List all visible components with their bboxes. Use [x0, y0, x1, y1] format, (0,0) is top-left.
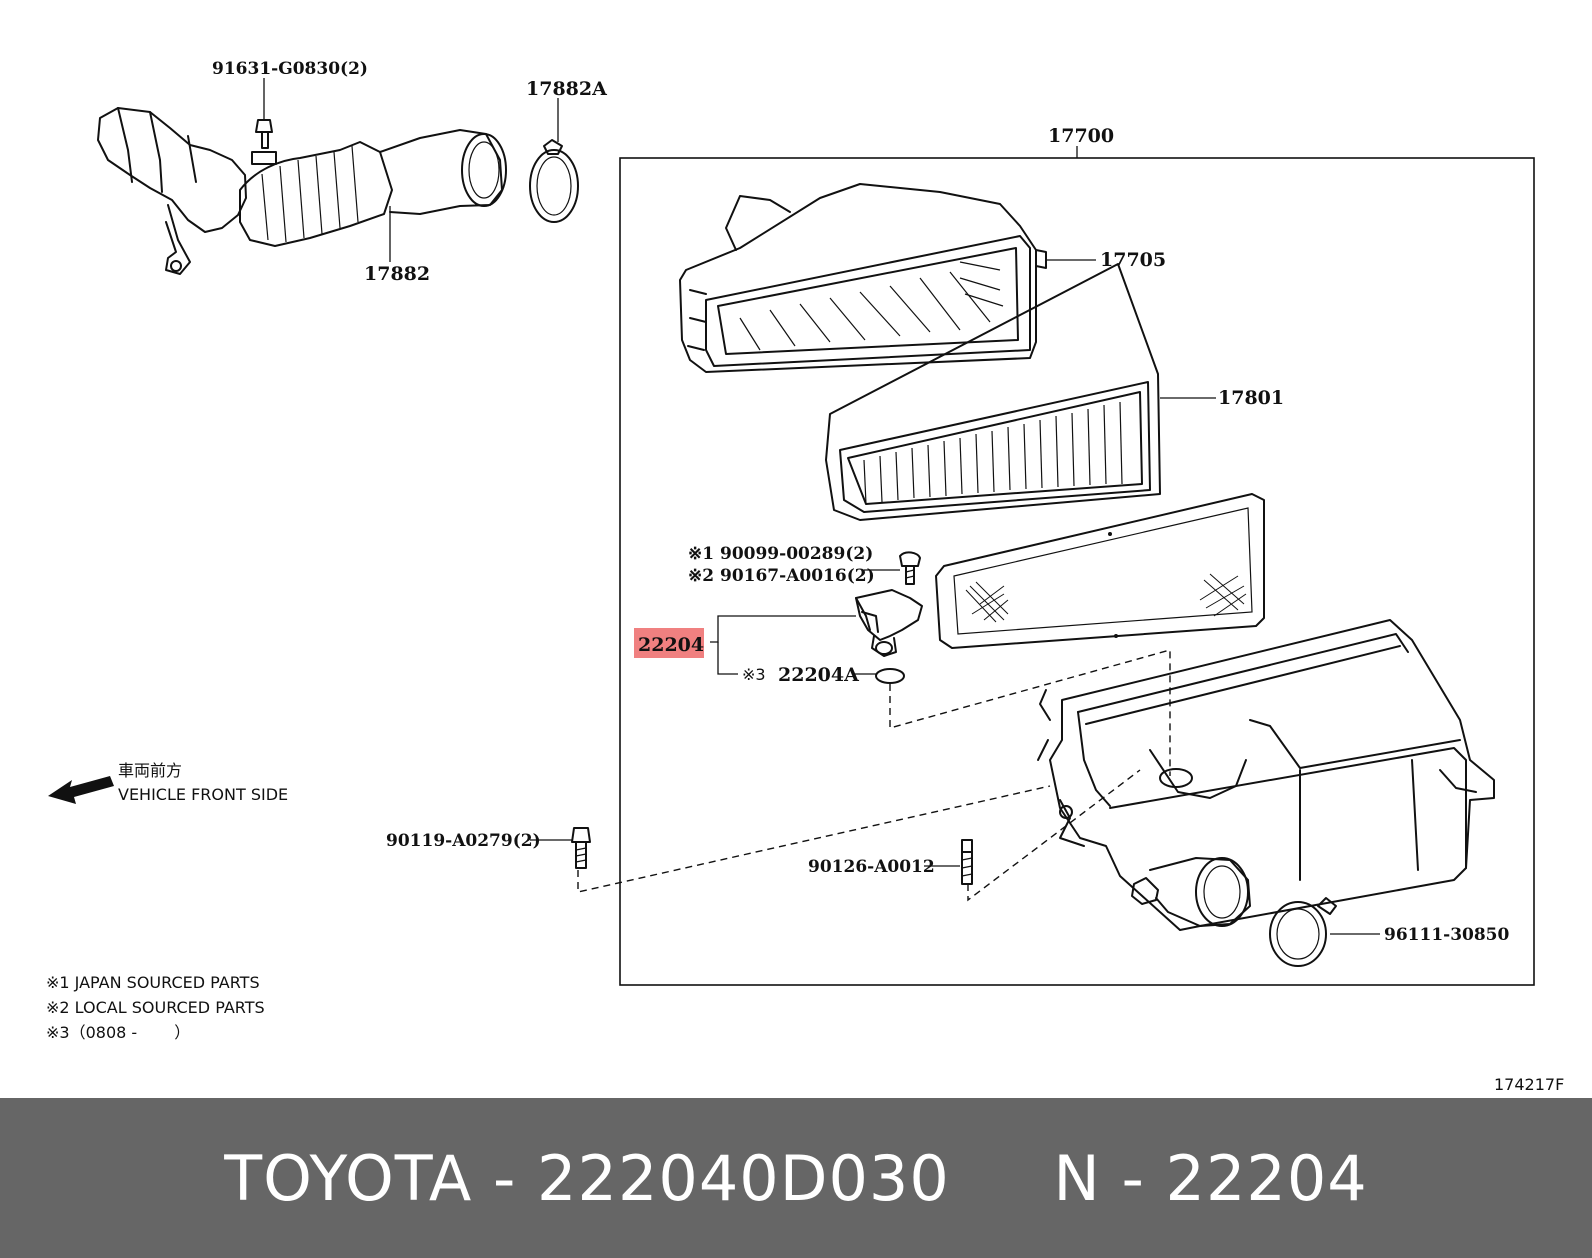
air-cleaner-case-drawing	[1037, 619, 1495, 967]
front-arrow-icon	[48, 776, 114, 804]
part-highlight	[634, 628, 704, 658]
assembly-dashed-lines	[577, 649, 1171, 902]
intake-hose-drawing	[97, 107, 579, 275]
gasket-plate-drawing	[935, 493, 1265, 649]
label-note2-90167-a0016: ※2 90167-A0016(2)	[688, 566, 875, 586]
legend-note-3: ※3（0808 - ）	[46, 1023, 190, 1042]
figure-number: 174217F	[1494, 1075, 1564, 1094]
part-number-caption: TOYOTA - 222040D030 N - 22204	[224, 1141, 1368, 1215]
filter-element-drawing	[825, 263, 1161, 521]
label-91631-g0830: 91631-G0830(2)	[212, 59, 368, 79]
label-22204-highlighted: 22204	[638, 634, 704, 656]
label-17882a: 17882A	[526, 78, 607, 100]
air-flow-sensor-drawing	[855, 551, 923, 684]
parts-diagram: 91631-G0830(2) 17882A 17882 17700 17705 …	[46, 59, 1564, 1094]
leader-lines	[263, 78, 1380, 935]
air-cleaner-cap-drawing	[679, 183, 1047, 373]
assembly-frame	[619, 146, 1535, 986]
legend-note-1: ※1 JAPAN SOURCED PARTS	[46, 973, 260, 992]
footer-bar: TOYOTA - 222040D030 N - 22204	[0, 1098, 1592, 1258]
bolts-drawing	[571, 827, 973, 885]
label-17700: 17700	[1048, 125, 1114, 147]
label-90119-a0279: 90119-A0279(2)	[386, 831, 541, 851]
legend-note-2: ※2 LOCAL SOURCED PARTS	[46, 998, 265, 1017]
vehicle-front-jp: 車両前方	[118, 761, 182, 780]
label-17705: 17705	[1100, 249, 1166, 271]
label-17801: 17801	[1218, 387, 1284, 409]
label-22204a: 22204A	[778, 664, 859, 686]
label-90126-a0012: 90126-A0012	[808, 857, 935, 877]
label-17882: 17882	[364, 263, 430, 285]
label-note1-90099-00289: ※1 90099-00289(2)	[688, 544, 873, 564]
label-96111-30850: 96111-30850	[1384, 925, 1510, 945]
label-note3-mark: ※3	[742, 665, 766, 684]
vehicle-front-en: VEHICLE FRONT SIDE	[118, 785, 288, 804]
